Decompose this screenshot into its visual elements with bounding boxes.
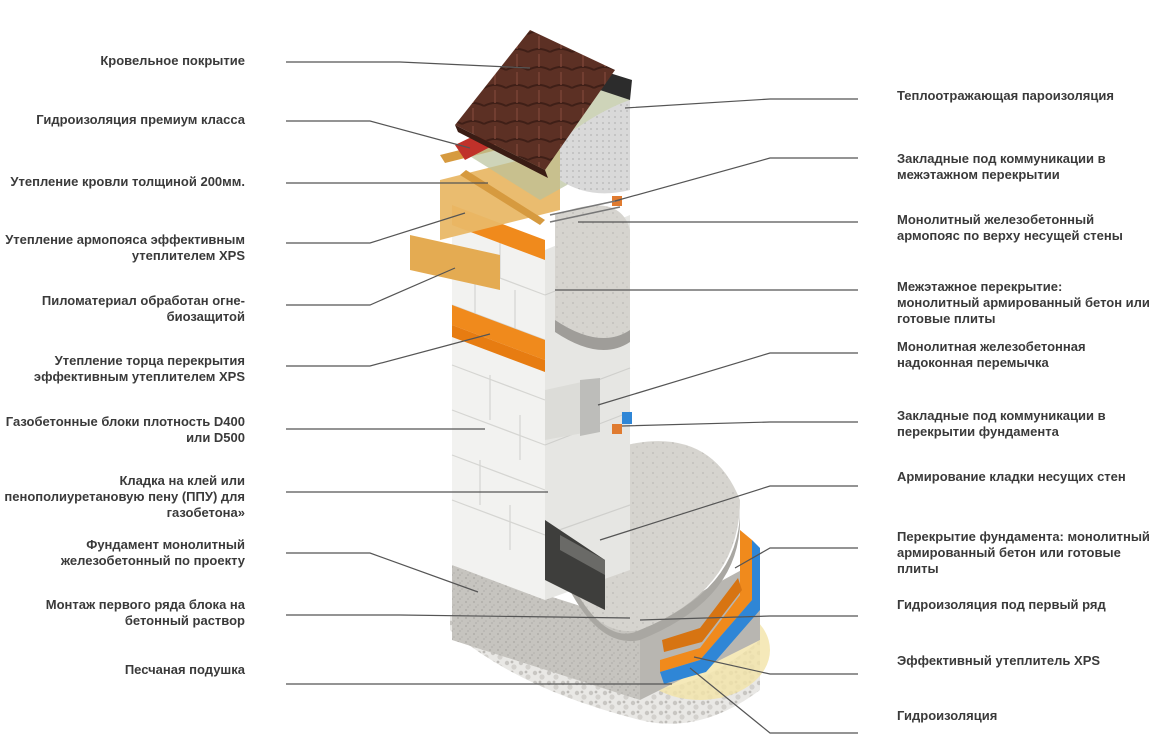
label-foundation-utility-embeds: Закладные под коммуникации в перекрытии … (897, 408, 1106, 439)
label-ring-beam: Монолитный железобетонный армопояс по ве… (897, 212, 1123, 243)
label-masonry-glue: Кладка на клей или пенополиуретановую пе… (4, 473, 245, 520)
label-roof-covering: Кровельное покрытие (100, 53, 245, 68)
foundation-block (452, 565, 640, 700)
label-first-row-waterproofing: Гидроизоляция под первый ряд (897, 597, 1106, 612)
label-foundation: Фундамент монолитный железобетонный по п… (60, 537, 245, 568)
label-treated-lumber: Пиломатериал обработан огне- биозащитой (41, 293, 245, 324)
label-roof-insulation: Утепление кровли толщиной 200мм. (10, 174, 245, 189)
roof-tiles (455, 30, 615, 170)
label-waterproofing: Гидроизоляция (897, 708, 998, 723)
label-interfloor-slab: Межэтажное перекрытие: монолитный армиро… (897, 279, 1150, 326)
label-floor-utility-embeds: Закладные под коммуникации в межэтажном … (897, 151, 1106, 182)
label-xps-insulation: Эффективный утеплитель XPS (897, 653, 1101, 668)
label-first-row-mortar: Монтаж первого ряда блока на бетонный ра… (45, 597, 245, 628)
label-slab-edge-insulation: Утепление торца перекрытия эффективным у… (33, 353, 245, 384)
label-vapor-barrier: Теплоотражающая пароизоляция (897, 88, 1114, 103)
label-waterproofing-premium: Гидроизоляция премиум класса (36, 112, 245, 127)
foil-vapor (560, 100, 630, 194)
label-aerated-blocks: Газобетонные блоки плотность D400 или D5… (5, 414, 245, 445)
label-wall-reinforcement: Армирование кладки несущих стен (897, 469, 1126, 484)
foundation-embed-orange (612, 424, 622, 434)
label-sand-cushion: Песчаная подушка (124, 662, 245, 677)
label-ring-beam-insulation: Утепление армопояса эффективным утеплите… (5, 232, 245, 263)
foundation-embed-blue (622, 412, 632, 424)
interfloor-slab-shape (555, 205, 630, 338)
label-foundation-slab: Перекрытие фундамента: монолитный армиро… (897, 529, 1150, 576)
label-window-lintel: Монолитная железобетонная надоконная пер… (897, 339, 1086, 370)
xps-foundation (660, 530, 752, 672)
waterproof-foundation (660, 540, 760, 684)
beam (410, 235, 500, 290)
xps-slab-edge (452, 305, 545, 360)
